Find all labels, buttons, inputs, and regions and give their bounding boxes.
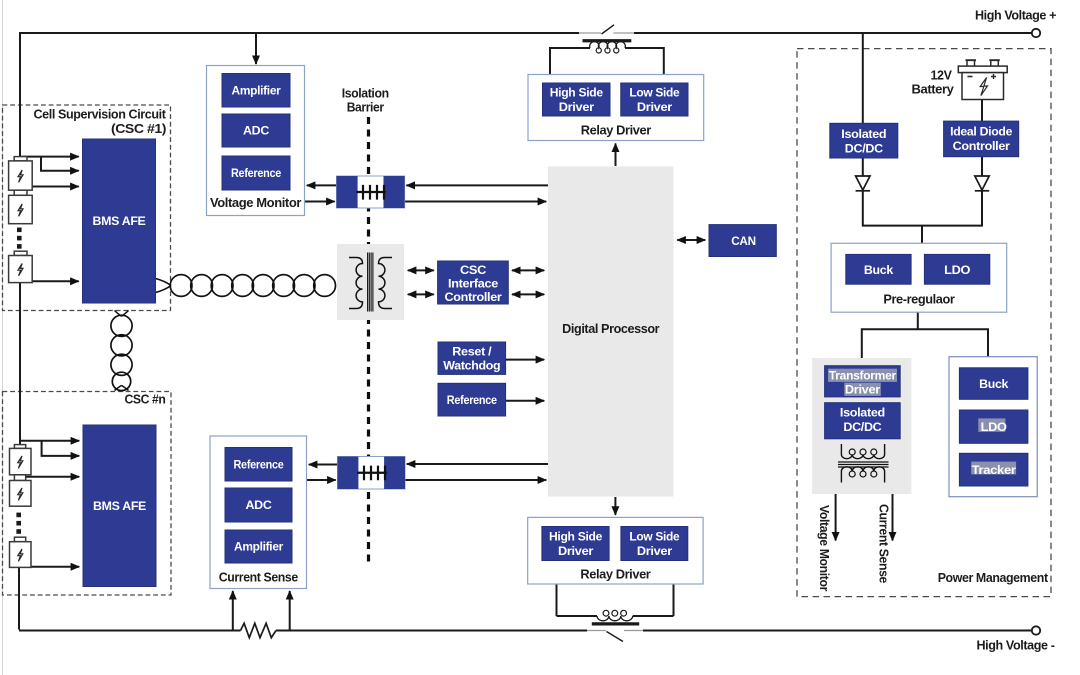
svg-text:Low Side: Low Side: [629, 86, 680, 100]
svg-text:Current Sense: Current Sense: [877, 504, 891, 583]
svg-text:Reset /: Reset /: [452, 344, 492, 358]
svg-text:Power Management: Power Management: [938, 571, 1049, 585]
svg-text:Driver: Driver: [637, 544, 673, 558]
svg-text:Driver: Driver: [559, 100, 595, 114]
svg-text:12V: 12V: [931, 69, 953, 83]
svg-text:Barrier: Barrier: [347, 101, 385, 115]
svg-text:Watchdog: Watchdog: [443, 358, 500, 372]
svg-text:BMS AFE: BMS AFE: [93, 214, 146, 228]
svg-text:Interface: Interface: [448, 276, 499, 290]
svg-text:CSC: CSC: [460, 263, 487, 277]
svg-text:Buck: Buck: [979, 377, 1009, 391]
svg-text:Relay Driver: Relay Driver: [581, 124, 652, 138]
svg-text:Amplifier: Amplifier: [234, 540, 284, 554]
svg-text:Voltage Monitor: Voltage Monitor: [210, 196, 302, 210]
svg-text:CAN: CAN: [731, 234, 756, 248]
svg-text:Relay Driver: Relay Driver: [580, 568, 651, 582]
svg-text:Driver: Driver: [558, 544, 594, 558]
svg-text:LDO: LDO: [944, 263, 970, 277]
svg-text:Isolated: Isolated: [840, 406, 885, 420]
svg-text:Ideal Diode: Ideal Diode: [950, 125, 1013, 139]
svg-text:Battery: Battery: [912, 83, 954, 97]
svg-text:BMS AFE: BMS AFE: [93, 499, 146, 513]
svg-text:High Voltage +: High Voltage +: [975, 9, 1056, 23]
svg-text:Isolated: Isolated: [841, 127, 886, 141]
svg-text:Digital Processor: Digital Processor: [562, 322, 660, 336]
svg-text:Transformer: Transformer: [829, 369, 897, 383]
svg-text:ADC: ADC: [243, 124, 270, 138]
svg-text:(CSC #1): (CSC #1): [111, 122, 166, 136]
svg-text:Reference: Reference: [447, 393, 498, 407]
svg-text:CSC #n: CSC #n: [125, 393, 166, 407]
svg-text:High Side: High Side: [550, 86, 604, 100]
svg-text:Isolation: Isolation: [342, 87, 389, 101]
svg-text:Current Sense: Current Sense: [219, 571, 298, 585]
svg-text:Controller: Controller: [953, 139, 1011, 153]
svg-text:ADC: ADC: [246, 498, 273, 512]
svg-text:High Side: High Side: [549, 530, 603, 544]
svg-text:LDO: LDO: [981, 420, 1007, 434]
svg-text:Cell Supervision Circuit: Cell Supervision Circuit: [34, 108, 167, 122]
svg-text:Buck: Buck: [864, 263, 894, 277]
svg-text:DC/DC: DC/DC: [843, 420, 882, 434]
svg-text:Voltage Monitor: Voltage Monitor: [817, 505, 831, 592]
svg-text:Controller: Controller: [445, 290, 503, 304]
svg-text:Tracker: Tracker: [972, 463, 1017, 477]
svg-text:Low Side: Low Side: [629, 530, 680, 544]
svg-text:Driver: Driver: [637, 100, 673, 114]
svg-text:Driver: Driver: [845, 383, 881, 397]
svg-text:Amplifier: Amplifier: [232, 84, 282, 98]
svg-text:Reference: Reference: [231, 166, 282, 180]
svg-text:Pre-regulaor: Pre-regulaor: [883, 292, 955, 306]
svg-text:Reference: Reference: [234, 458, 285, 472]
svg-text:DC/DC: DC/DC: [845, 141, 884, 155]
svg-text:High Voltage -: High Voltage -: [977, 639, 1055, 653]
